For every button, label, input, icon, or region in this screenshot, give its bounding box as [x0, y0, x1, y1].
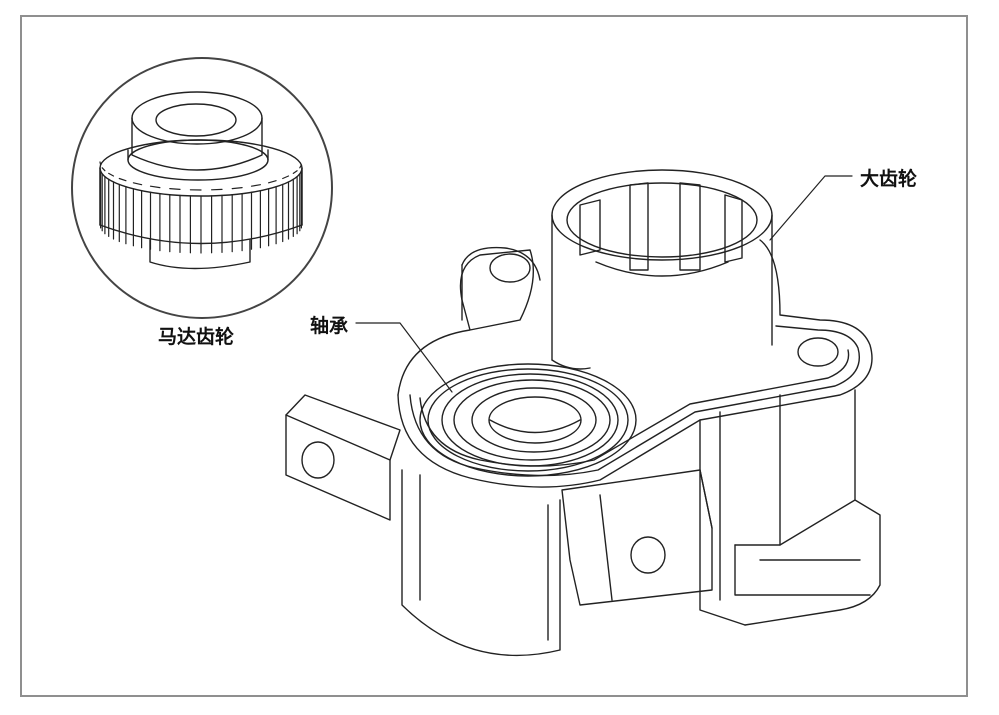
gear-tooth-tip: [149, 185, 161, 189]
bearing-label: 轴承: [310, 315, 349, 337]
inset-circle-border: [71, 57, 333, 319]
left-ear: [285, 414, 391, 521]
gear-tooth-tip: [99, 161, 102, 166]
front-ear: [561, 469, 713, 606]
rear-lobe-hole: [489, 253, 531, 283]
gear-tooth-tip: [250, 184, 261, 187]
gear-tooth-tip: [108, 172, 115, 177]
bearing-leader-line: [355, 322, 453, 393]
gear-teeth: [99, 161, 303, 254]
gear-tooth-tip: [101, 167, 106, 172]
motor-gear-drawing: [99, 91, 303, 270]
front-ear-hole: [630, 536, 666, 574]
gear-tooth-tip: [282, 175, 290, 180]
motor-gear-label: 马达齿轮: [158, 326, 235, 348]
gear-tooth-tip: [268, 180, 277, 184]
figure-frame: [20, 15, 968, 697]
housing-drawing: [285, 169, 881, 657]
gear-tooth-tip: [231, 187, 243, 190]
big-gear-leader-line: [769, 175, 853, 241]
right-lobe-hole: [797, 337, 839, 367]
gear-tooth-tip: [169, 188, 181, 190]
left-ear-hole: [301, 441, 335, 479]
gear-tooth-tip: [292, 170, 298, 174]
bearing-rings: [419, 363, 637, 477]
gear-tooth-tip: [132, 182, 143, 186]
gear-tooth-tip: [299, 164, 302, 169]
gear-tooth-tip: [118, 177, 127, 182]
big-gear-cylinder: [551, 169, 773, 370]
motor-gear-inset: [71, 57, 333, 319]
big-gear-label: 大齿轮: [860, 168, 918, 190]
